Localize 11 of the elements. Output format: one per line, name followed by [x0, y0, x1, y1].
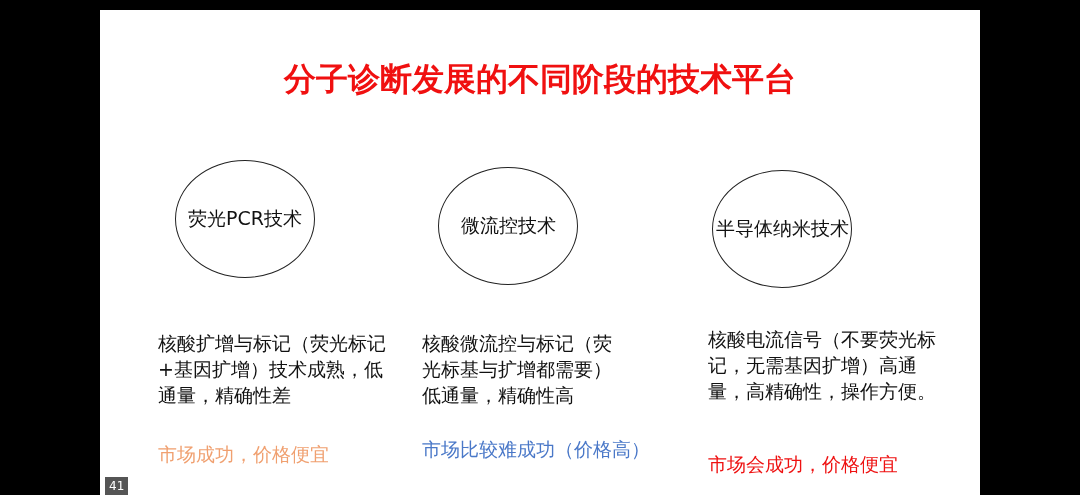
page-number: 41	[105, 477, 129, 495]
market-note: 市场会成功，价格便宜	[708, 452, 898, 477]
technology-name: 半导体纳米技术	[715, 216, 849, 241]
description-text: 核酸微流控与标记（荧光标基与扩增都需要）低通量，精确性高	[422, 331, 613, 408]
description-text: 核酸扩增与标记（荧光标记+基因扩增）技术成熟，低通量，精确性差	[158, 331, 387, 408]
market-note: 市场比较难成功（价格高）	[422, 437, 650, 462]
slide-title: 分子诊断发展的不同阶段的技术平台	[282, 59, 797, 100]
technology-name: 荧光PCR技术	[188, 206, 302, 231]
description-text: 核酸电流信号（不要荧光标记，无需基因扩增）高通量，高精确性，操作方便。	[708, 327, 937, 404]
technology-name: 微流控技术	[460, 213, 556, 238]
market-note: 市场成功，价格便宜	[158, 442, 329, 467]
